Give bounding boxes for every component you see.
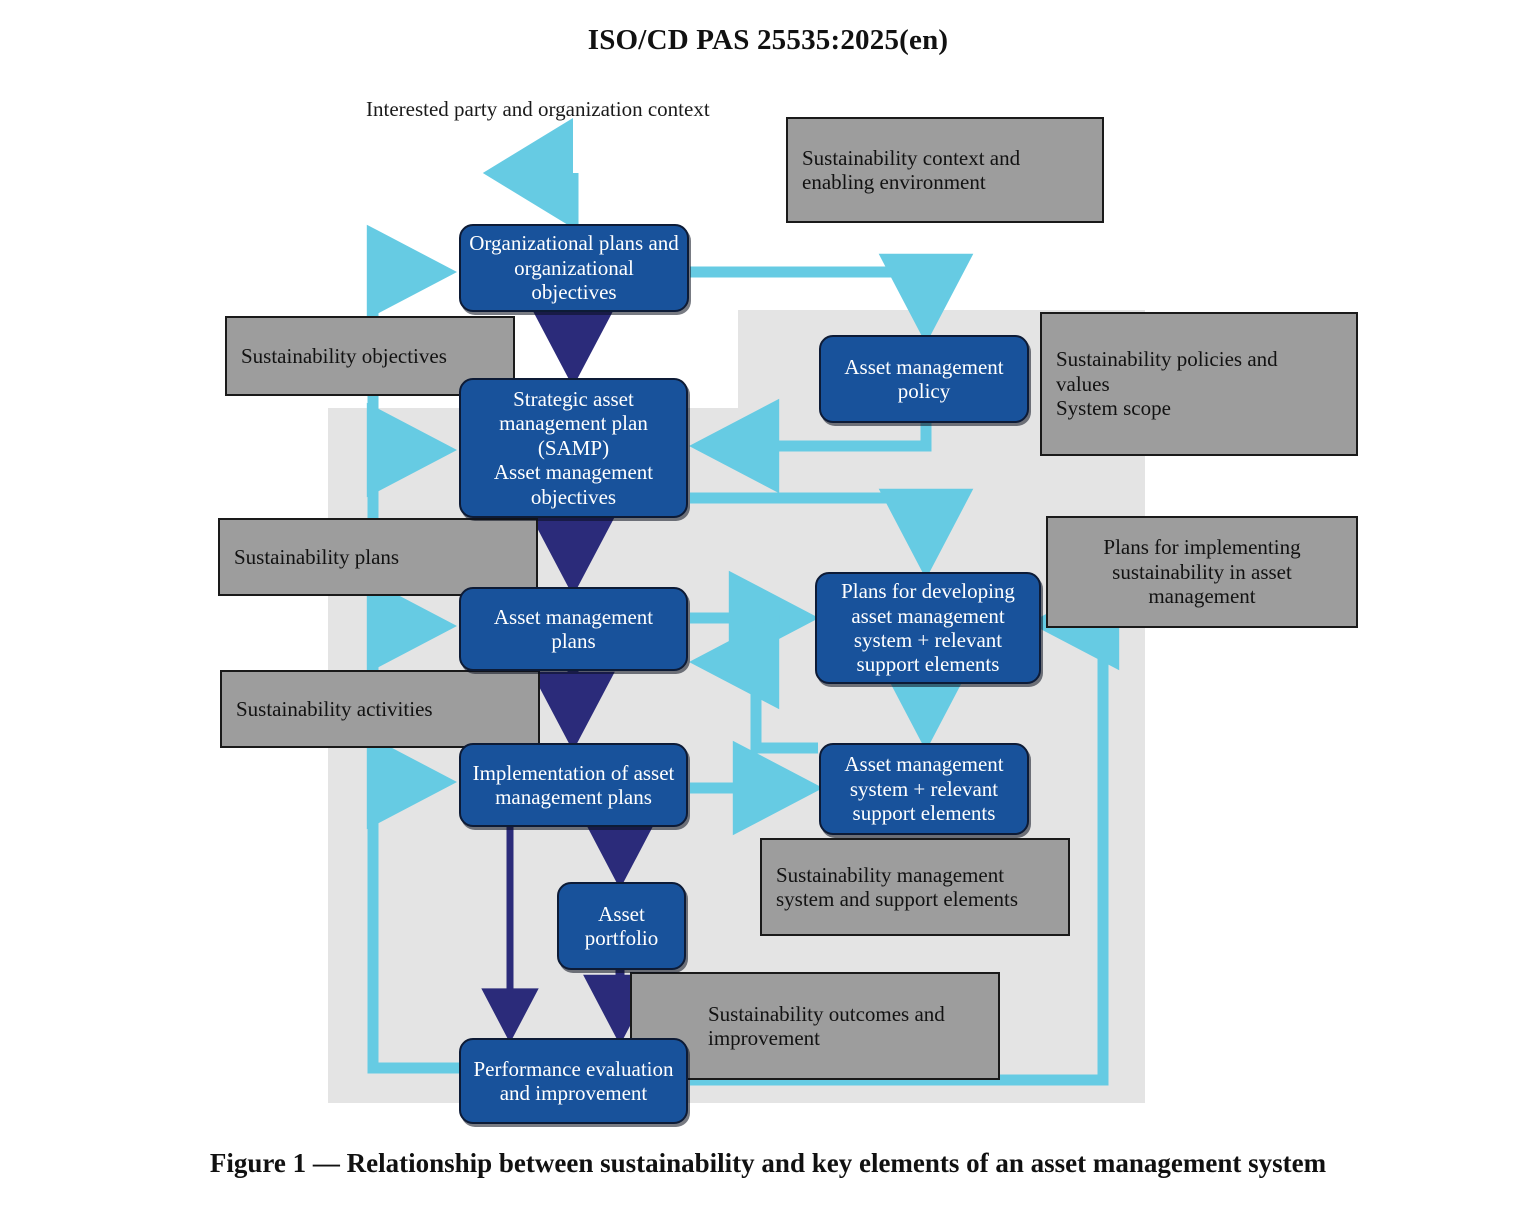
plans-for-implementing-line1: Plans for implementing (1103, 535, 1301, 560)
asset-management-system-node[interactable]: Asset management system + relevant suppo… (819, 743, 1029, 835)
asset-management-policy-node[interactable]: Asset management policy (819, 335, 1029, 423)
asset-portfolio-line2: portfolio (584, 926, 659, 950)
implementation-node[interactable]: Implementation of asset management plans (459, 743, 688, 827)
sustainability-management-line1: Sustainability management (776, 862, 1005, 887)
asset-management-system-line1: Asset management (844, 752, 1004, 777)
plans-for-developing-line4: support elements (856, 652, 1000, 677)
sustainability-outcomes-line1: Sustainability outcomes and (708, 1001, 945, 1026)
performance-evaluation-line1: Performance evaluation (473, 1056, 674, 1081)
performance-evaluation-node[interactable]: Performance evaluation and improvement (459, 1038, 688, 1124)
figure-caption: Figure 1 — Relationship between sustaina… (209, 1148, 1327, 1178)
samp-node[interactable]: Strategic asset management plan (SAMP) A… (459, 378, 688, 518)
asset-portfolio-node[interactable]: Asset portfolio (557, 882, 686, 970)
sustainability-plans-label: Sustainability plans (234, 544, 400, 569)
samp-line4: Asset management (493, 460, 654, 485)
plans-for-implementing-box: Plans for implementing sustainability in… (1046, 516, 1358, 628)
asset-portfolio-line1: Asset (598, 901, 645, 926)
arrow-org-plans-to-policy (690, 253, 974, 345)
arrow-amsystem-to-amplans (688, 614, 818, 754)
organizational-plans-node[interactable]: Organizational plans and organizational … (459, 224, 689, 312)
sustainability-outcomes-box: Sustainability outcomes and improvement (630, 972, 1000, 1080)
plans-for-developing-line1: Plans for developing (841, 579, 1015, 604)
asset-management-plans-node[interactable]: Asset management plans (459, 587, 688, 671)
sustainability-context-line2: enabling environment (802, 170, 986, 194)
implementation-line2: management plans (495, 785, 652, 809)
samp-line1: Strategic asset (513, 387, 634, 412)
asset-management-plans-line2: plans (551, 629, 596, 653)
sustainability-context-line1: Sustainability context and (802, 145, 1021, 170)
implementation-line1: Implementation of asset (472, 760, 675, 785)
sustainability-outcomes-line2: improvement (708, 1026, 820, 1050)
asset-management-plans-line1: Asset management (493, 604, 654, 629)
asset-management-policy-line1: Asset management (844, 354, 1004, 379)
asset-management-system-line3: support elements (852, 801, 996, 826)
sustainability-objectives-label: Sustainability objectives (241, 343, 447, 368)
sustainability-policies-line3: System scope (1056, 396, 1171, 421)
sustainability-context-box: Sustainability context and enabling envi… (786, 117, 1104, 223)
plans-for-developing-line2: asset management (851, 603, 1005, 628)
plans-for-implementing-line3: management (1148, 584, 1256, 609)
performance-evaluation-line2: and improvement (499, 1081, 648, 1105)
sustainability-activities-box: Sustainability activities (220, 670, 540, 748)
arrow-layer (366, 118, 1120, 1086)
page-title: ISO/CD PAS 25535:2025(en) (587, 24, 949, 56)
organizational-plans-line3: objectives (531, 280, 617, 305)
sustainability-management-system-box: Sustainability management system and sup… (760, 838, 1070, 936)
sustainability-policies-box: Sustainability policies and values Syste… (1040, 312, 1358, 456)
samp-line2: management plan (499, 411, 648, 436)
sustainability-objectives-box: Sustainability objectives (225, 316, 515, 396)
sustainability-policies-line2: values (1056, 371, 1110, 396)
sustainability-policies-line1: Sustainability policies and (1056, 347, 1278, 372)
asset-management-system-line2: system + relevant (849, 776, 999, 801)
organizational-plans-line1: Organizational plans and (469, 231, 679, 256)
arrow-policy-to-samp (688, 398, 932, 494)
organizational-plans-line2: organizational (514, 255, 634, 280)
plans-for-developing-node[interactable]: Plans for developing asset management sy… (815, 572, 1041, 684)
plans-for-developing-line3: system + relevant (853, 628, 1003, 652)
figure-1-diagram: Interested party and organization contex… (0, 60, 1536, 1135)
plans-for-implementing-line2: sustainability in asset (1112, 559, 1292, 584)
sustainability-activities-label: Sustainability activities (236, 696, 433, 721)
sustainability-plans-box: Sustainability plans (218, 518, 538, 596)
sustainability-management-line2: system and support elements (776, 887, 1019, 911)
arrow-samp-to-developing (690, 488, 974, 580)
interested-party-context-label: Interested party and organization contex… (366, 97, 710, 121)
asset-management-policy-line2: policy (897, 379, 951, 403)
samp-line3: (SAMP) (537, 435, 610, 460)
samp-line5: objectives (530, 484, 617, 509)
